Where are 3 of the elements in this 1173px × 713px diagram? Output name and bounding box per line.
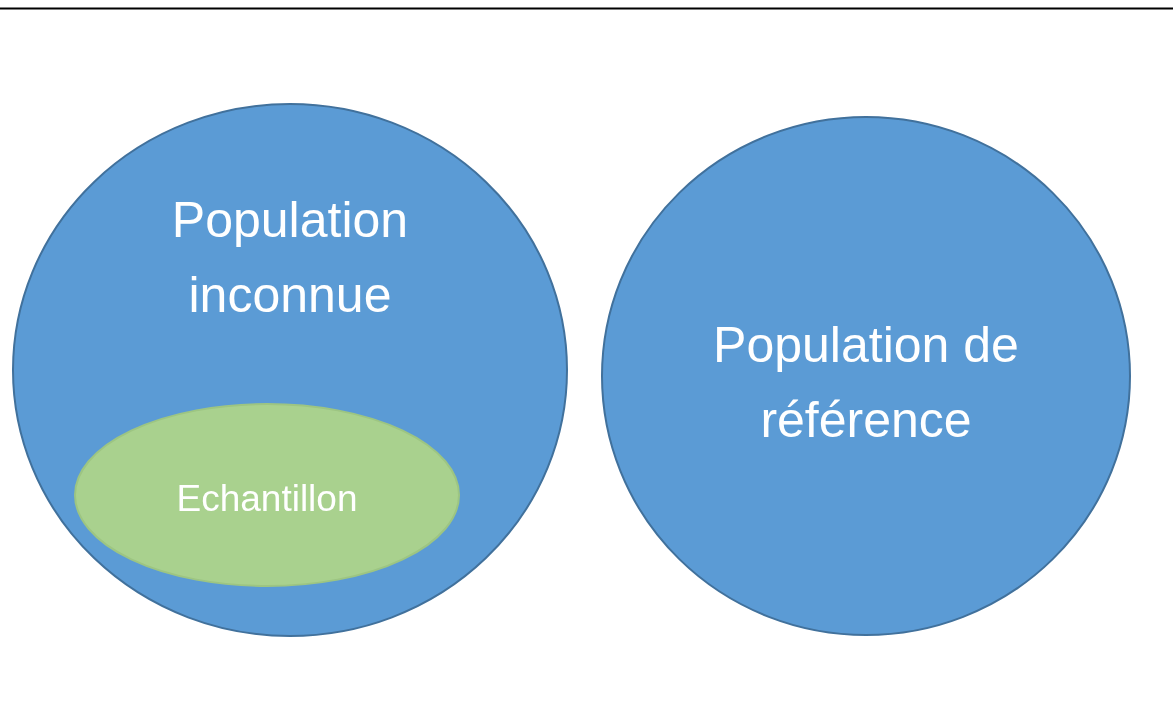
node-label: Population de référence: [712, 316, 1020, 450]
node-label: Population inconnue: [170, 191, 410, 325]
node-label: Echantillon: [175, 477, 359, 521]
